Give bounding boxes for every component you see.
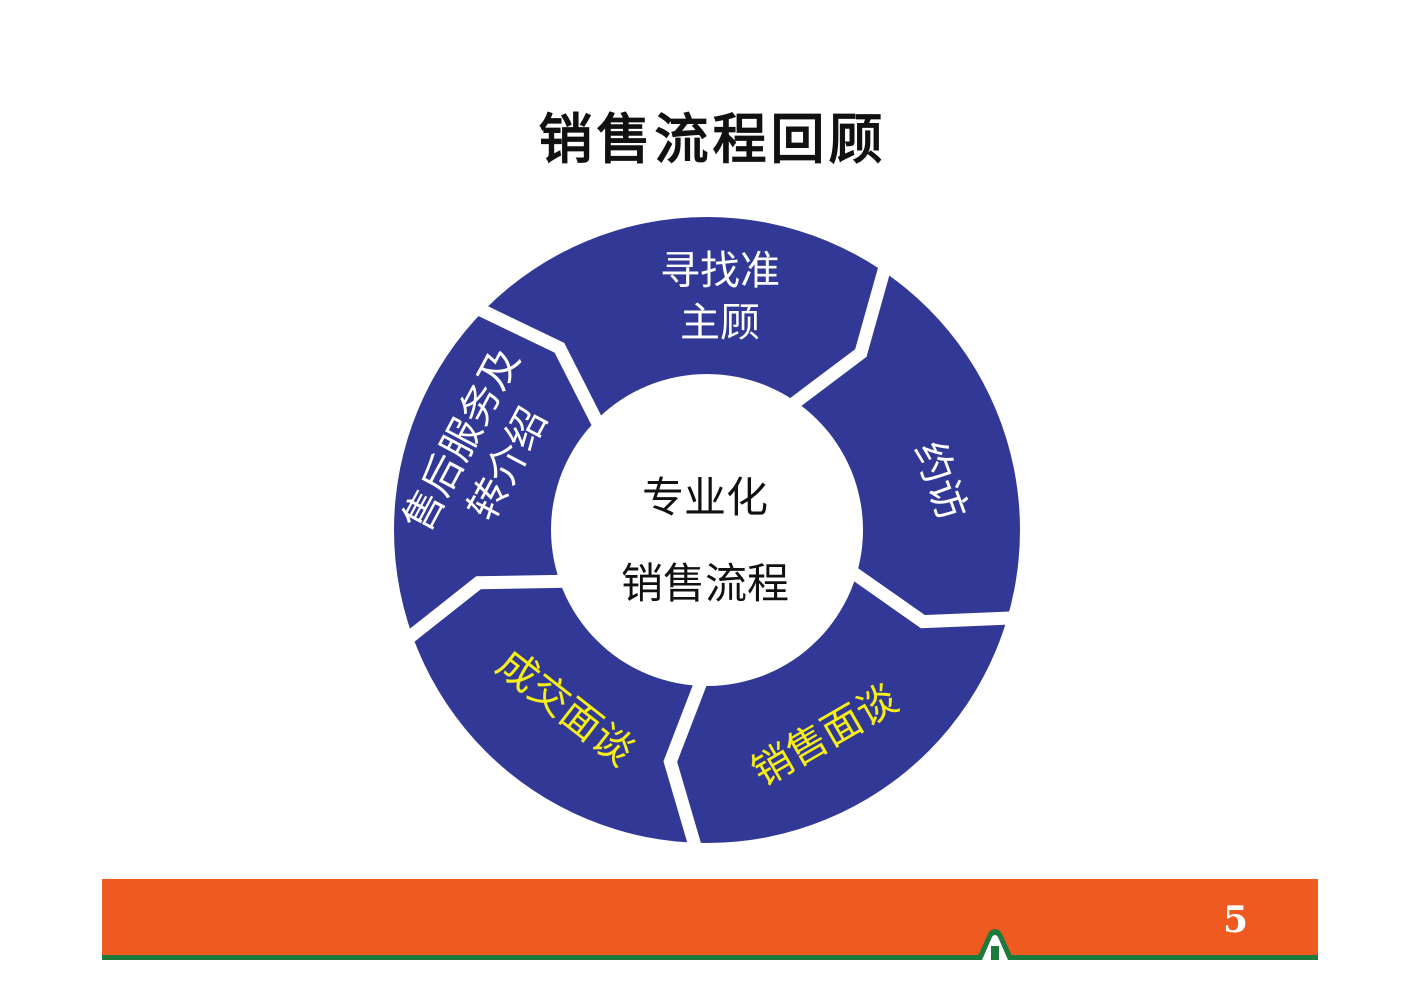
segment-divider-arrow xyxy=(403,574,567,645)
step-prospecting: 寻找准 主顾 xyxy=(620,245,820,349)
footer-line xyxy=(102,955,1318,960)
page-number: 5 xyxy=(1222,899,1248,941)
cycle-ring xyxy=(394,217,1020,843)
center-label-line2: 销售流程 xyxy=(620,559,789,608)
center-label-line1: 专业化 xyxy=(641,473,768,522)
center-label: 专业化 销售流程 xyxy=(580,455,830,627)
step-label: 主顾 xyxy=(680,300,760,346)
segment-divider-arrow xyxy=(474,302,605,429)
company-logo-icon xyxy=(976,929,1014,960)
segment-divider-arrow xyxy=(786,263,892,411)
page-title: 销售流程回顾 xyxy=(538,107,887,171)
segment-divider-arrow xyxy=(663,677,708,851)
footer-bar: 5 xyxy=(102,879,1318,955)
segment-divider-arrow xyxy=(847,566,1014,629)
step-label: 寻找准 xyxy=(660,248,780,294)
